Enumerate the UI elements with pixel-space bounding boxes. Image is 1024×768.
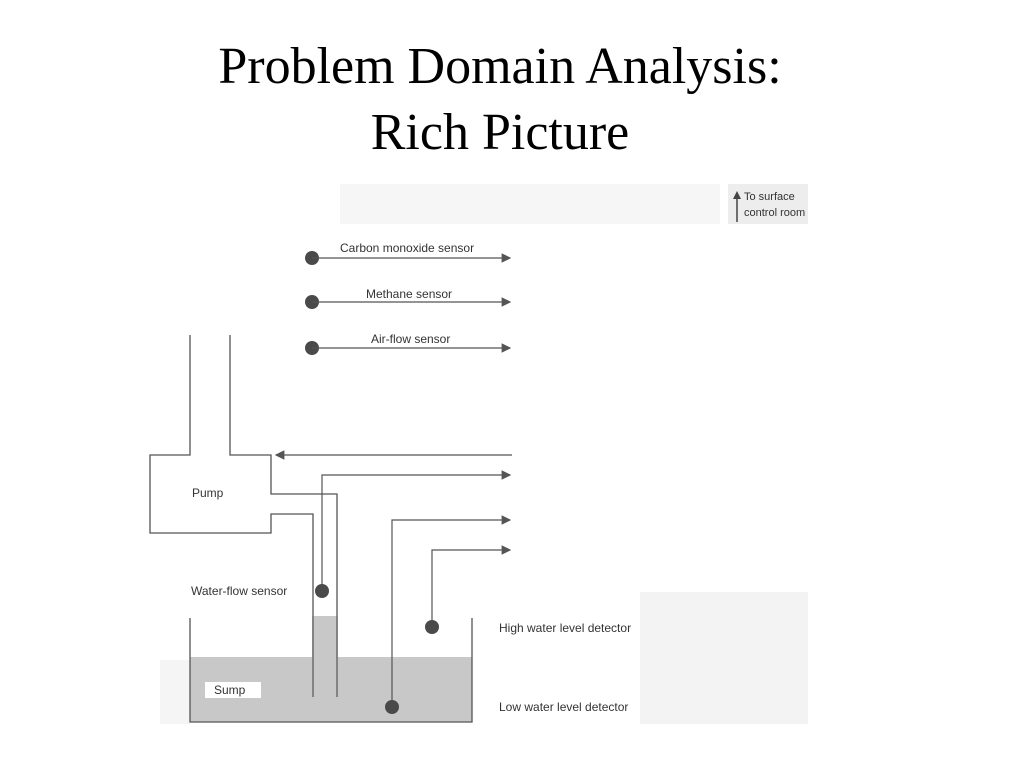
detector-dot (425, 620, 439, 634)
sensor-label: Air-flow sensor (371, 332, 450, 346)
sensor-label: Carbon monoxide sensor (340, 241, 474, 255)
low-water-label: Low water level detector (499, 700, 628, 714)
surface-control-room: To surface control room (728, 184, 808, 224)
sump-label-box (205, 682, 261, 698)
water-flow-sensor: Water-flow sensor (191, 470, 512, 598)
detector-dot (385, 700, 399, 714)
slide-title: Problem Domain Analysis: Rich Picture (0, 34, 1000, 166)
title-line-1: Problem Domain Analysis: (218, 38, 782, 95)
sensor-methane: Methane sensor (305, 287, 512, 309)
low-water-detector: Low water level detector (385, 515, 628, 714)
sensor-carbon-monoxide: Carbon monoxide sensor (305, 241, 512, 265)
high-water-label: High water level detector (499, 621, 631, 635)
sensor-label: Methane sensor (366, 287, 452, 301)
title-line-2: Rich Picture (370, 104, 630, 161)
scan-background-top (340, 184, 720, 224)
sump-tank: Sump (189, 616, 473, 723)
scan-background-left (160, 660, 190, 724)
water-flow-sensor-label: Water-flow sensor (191, 584, 287, 598)
up-arrow-icon (733, 191, 741, 199)
sensor-dot (315, 584, 329, 598)
sensor-air-flow: Air-flow sensor (305, 332, 512, 355)
pump-label: Pump (192, 486, 224, 500)
pump: Pump (149, 335, 338, 697)
high-water-detector: High water level detector (425, 545, 631, 635)
sump-label: Sump (214, 683, 246, 697)
surface-label-line-2: control room (744, 207, 805, 219)
surface-label-line-1: To surface (744, 191, 795, 203)
scan-background-right (640, 592, 808, 724)
